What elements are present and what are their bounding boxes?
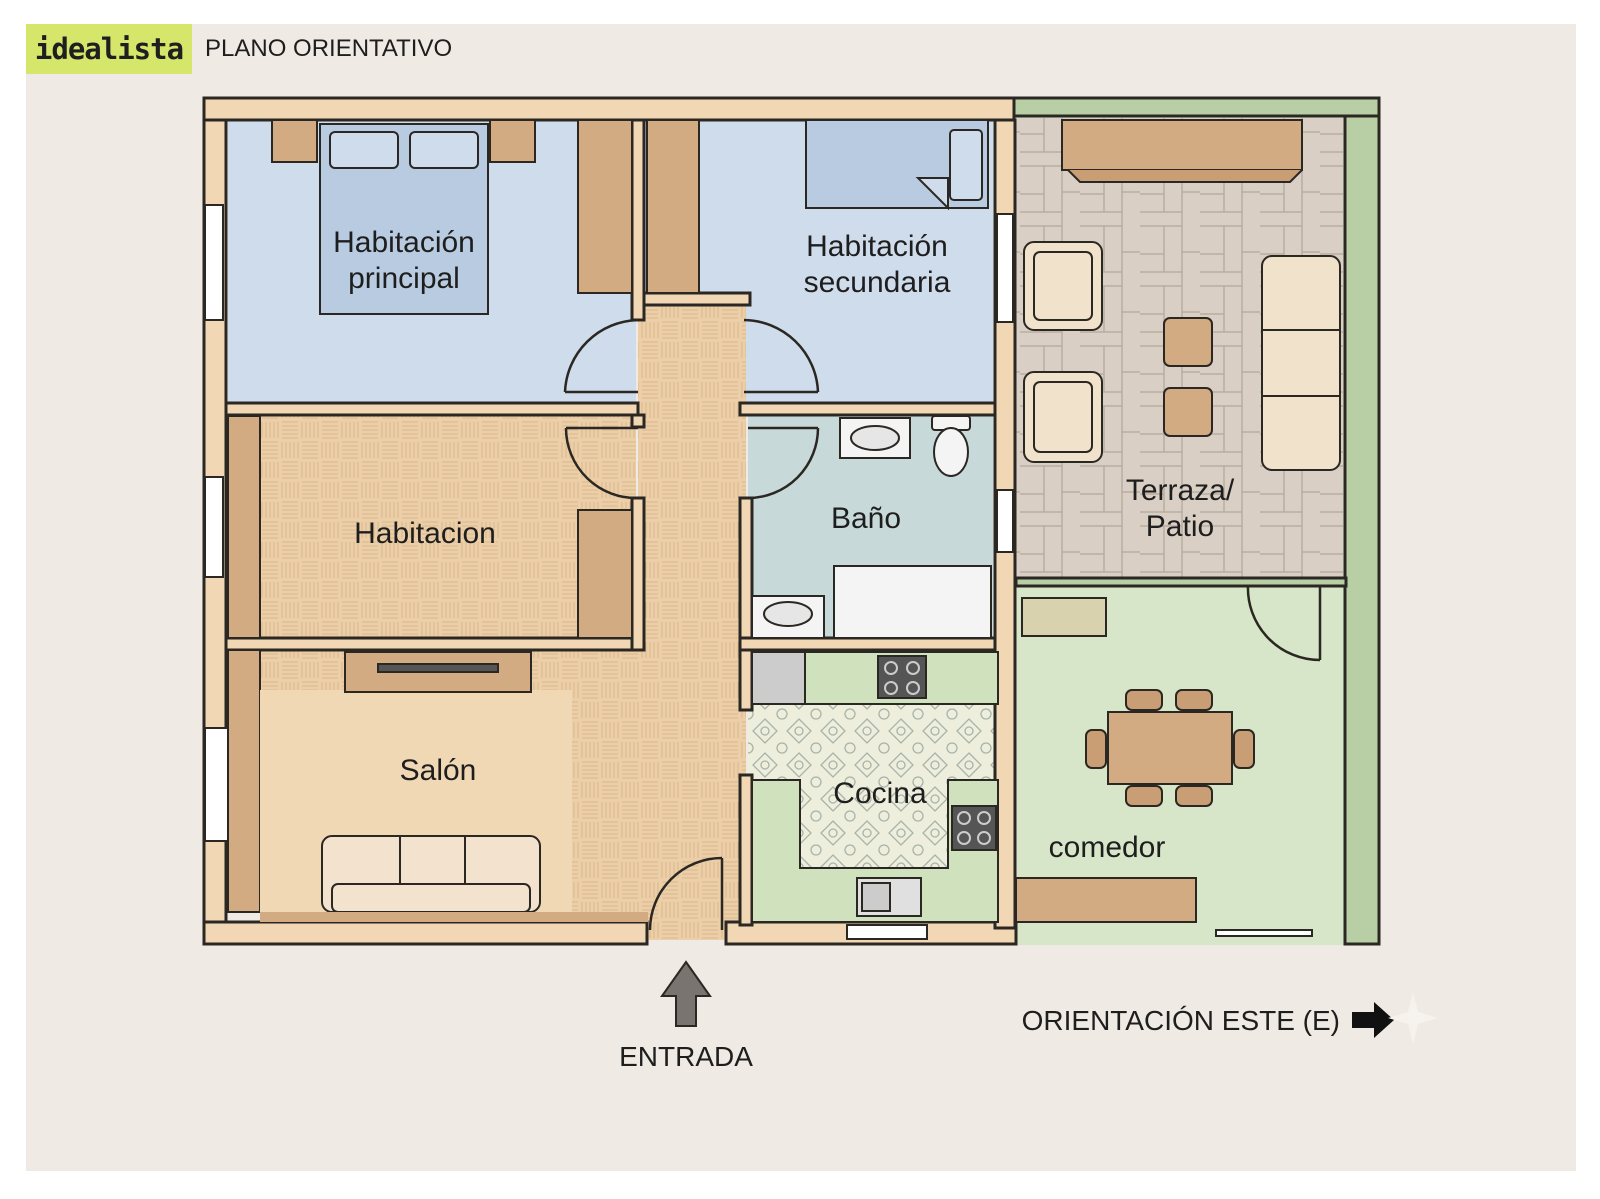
second-bedroom-label-line2: secundaria — [804, 266, 951, 299]
orientation-label: ORIENTACIÓN ESTE (E) — [1022, 1005, 1340, 1036]
wall-kitchen-west-bottom — [738, 773, 754, 927]
master-bedroom-label-line2: principal — [348, 262, 460, 295]
hallway-floor — [638, 300, 746, 940]
wardrobe — [577, 119, 633, 294]
planter — [1061, 119, 1303, 171]
door-entrance — [648, 856, 723, 931]
window-bedroom — [204, 476, 224, 578]
wall-north — [202, 96, 1016, 122]
wardrobe — [646, 119, 700, 294]
sparkle-icon — [1388, 992, 1438, 1044]
bedroom-floor — [228, 414, 636, 638]
window-second — [996, 213, 1014, 323]
chair — [1125, 689, 1163, 711]
pillow — [949, 129, 983, 201]
hob-bottom — [951, 805, 997, 851]
door-terrace — [1246, 584, 1321, 662]
door-master — [563, 318, 639, 393]
wall-bath-west — [738, 496, 754, 640]
master-bedroom-label-line1: Habitación — [333, 226, 475, 259]
terrace-wall-north — [1012, 96, 1381, 118]
chair — [1085, 729, 1107, 769]
window-kitchen — [846, 924, 928, 940]
wall-master-south — [224, 401, 640, 417]
kitchen-counter — [751, 779, 999, 923]
bathroom-label: Baño — [831, 502, 901, 535]
window-bath — [996, 489, 1014, 553]
wall-hall-top — [642, 291, 752, 307]
bedroom-side-strip — [227, 415, 261, 639]
terrace-wall-east — [1343, 114, 1381, 946]
terrace-dining-divider — [1014, 576, 1348, 588]
dining-cabinet — [1015, 877, 1197, 923]
sink-basin — [850, 425, 900, 451]
wall-stub-1 — [630, 413, 646, 429]
wall-second-south — [738, 401, 997, 417]
living-room-label: Salón — [400, 754, 477, 787]
idealista-logo: idealista — [26, 24, 192, 74]
bedroom-label: Habitacion — [354, 517, 496, 550]
wall-bedroom-south — [224, 636, 640, 652]
living-side-strip — [227, 649, 261, 913]
sofa-base — [331, 883, 531, 913]
stool — [1163, 317, 1213, 367]
dining-table — [1107, 711, 1233, 785]
terrace-label-line1: Terraza/ — [1126, 474, 1235, 507]
chair — [1175, 689, 1213, 711]
chair — [1125, 785, 1163, 807]
east-arrow-icon — [1352, 1002, 1394, 1038]
toilet — [933, 427, 969, 477]
wall-bath-south — [738, 636, 997, 652]
terrace-label-line2: Patio — [1146, 510, 1214, 543]
door-bath — [747, 427, 820, 500]
bathtub — [833, 565, 992, 639]
door-second — [743, 318, 820, 393]
kitchen-label: Cocina — [833, 777, 927, 810]
chair — [1233, 729, 1255, 769]
plan-title: PLANO ORIENTATIVO — [205, 35, 453, 62]
blanket-fold — [915, 177, 949, 211]
window-master — [204, 204, 224, 321]
pillow — [329, 131, 399, 169]
terrace-sofa — [1261, 255, 1341, 471]
wall-kitchen-west-top — [738, 648, 754, 712]
entrance-label: ENTRADA — [619, 1041, 753, 1072]
chair — [1175, 785, 1213, 807]
stool — [1163, 387, 1213, 437]
bedroom-wardrobe — [577, 509, 633, 639]
door-bedroom — [564, 427, 639, 500]
patio-door-glass — [1215, 929, 1313, 937]
tv — [377, 663, 499, 673]
pillow — [409, 131, 479, 169]
wall-bedroom-divider — [630, 118, 646, 322]
nightstand — [489, 119, 536, 163]
entrance-arrow-icon — [660, 960, 712, 1027]
sideboard — [1021, 597, 1107, 637]
nightstand — [271, 119, 318, 163]
fridge — [751, 651, 806, 705]
wall-bedroom-east — [630, 496, 646, 652]
dining-label: comedor — [1049, 831, 1166, 864]
second-bedroom-label-line1: Habitación — [806, 230, 948, 263]
wall-south-left — [202, 920, 649, 946]
